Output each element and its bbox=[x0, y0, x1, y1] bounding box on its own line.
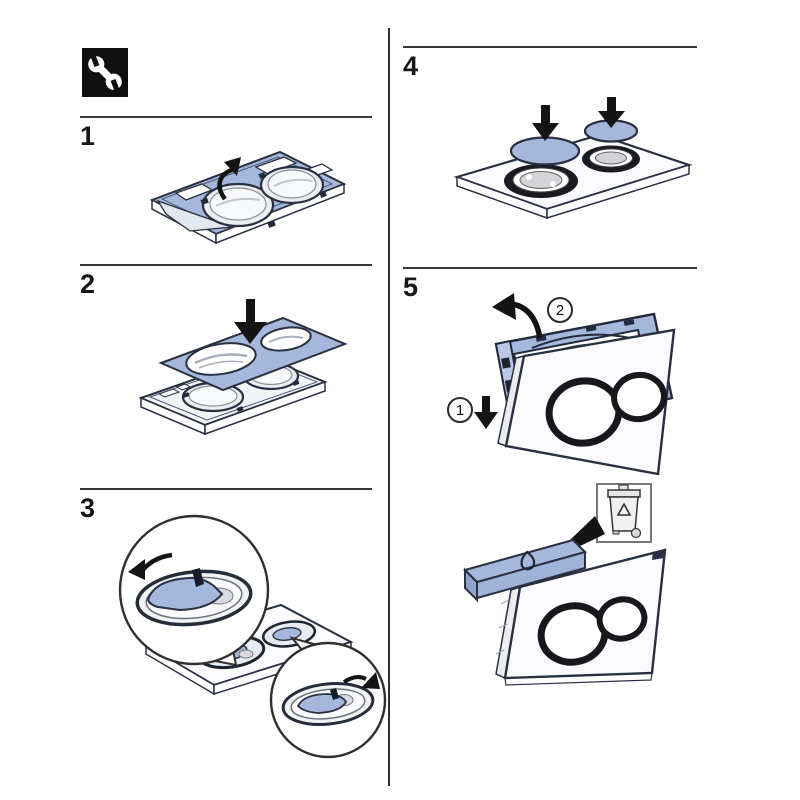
opening-right bbox=[582, 145, 640, 173]
step-5-illustration-mount: 1 2 bbox=[436, 288, 698, 500]
step-3-number: 3 bbox=[80, 493, 96, 523]
flush-button-right bbox=[259, 165, 325, 205]
circled-1-label: 1 bbox=[456, 402, 464, 419]
step-4-illustration bbox=[447, 95, 699, 233]
lever-blue bbox=[146, 576, 224, 612]
step-4-rule bbox=[403, 46, 697, 48]
substep-1-label: 1 bbox=[447, 397, 473, 423]
lever-pin bbox=[192, 568, 204, 587]
lift-arrow-icon bbox=[217, 157, 241, 201]
step-3-rule bbox=[80, 488, 372, 490]
down-arrow-icon bbox=[598, 97, 625, 128]
step-1-number: 1 bbox=[80, 121, 96, 151]
step-2-number: 2 bbox=[80, 269, 96, 299]
column-divider bbox=[388, 28, 390, 786]
circled-2-label: 2 bbox=[556, 302, 564, 319]
opening-left bbox=[504, 164, 578, 198]
callout-left bbox=[118, 514, 270, 667]
clip-tabs bbox=[200, 172, 327, 228]
finished-plate bbox=[495, 548, 667, 686]
rotate-arrow-icon bbox=[128, 552, 173, 580]
step-5-rule bbox=[403, 267, 697, 269]
callout-right bbox=[269, 636, 387, 759]
blue-button-large bbox=[509, 136, 581, 166]
wrench-icon bbox=[88, 50, 122, 95]
down-arrow-icon bbox=[532, 105, 559, 141]
step-1-rule bbox=[80, 116, 372, 118]
down-arrow-icon bbox=[234, 299, 267, 344]
step-1-illustration bbox=[140, 142, 355, 264]
water-drop-icon bbox=[520, 550, 536, 571]
tools-required-box bbox=[82, 48, 128, 97]
rotate-arrow-icon bbox=[342, 672, 380, 689]
step-4-number: 4 bbox=[403, 51, 419, 81]
down-arrow-icon bbox=[474, 396, 498, 429]
swivel-arrow-icon bbox=[492, 293, 543, 339]
substep-2-label: 2 bbox=[547, 297, 573, 323]
lever-pin bbox=[330, 688, 339, 700]
recycle-bin-icon bbox=[607, 484, 642, 539]
step-3-illustration bbox=[84, 510, 396, 768]
actuator-plate bbox=[497, 328, 676, 476]
step-5-number: 5 bbox=[403, 272, 419, 302]
disposal-box bbox=[596, 483, 652, 543]
protective-strip bbox=[463, 538, 587, 603]
step-2-illustration bbox=[133, 297, 358, 452]
step-5-illustration-disposal bbox=[443, 474, 705, 738]
step-2-rule bbox=[80, 264, 372, 266]
